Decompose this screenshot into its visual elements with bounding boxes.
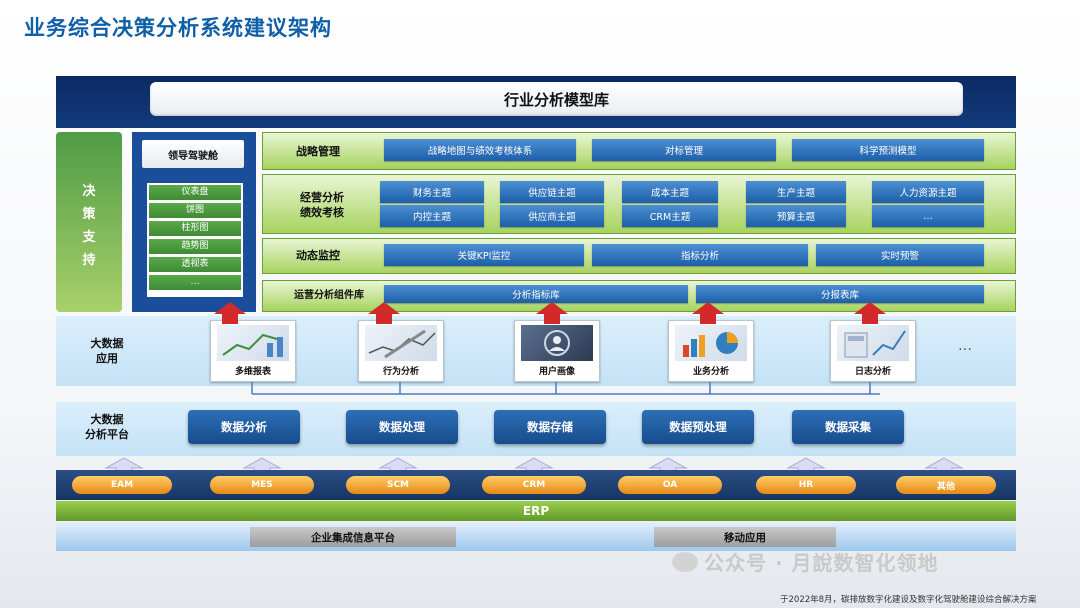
operation-topic: 财务主题 <box>380 181 484 203</box>
app-card-label: 多维报表 <box>234 367 271 377</box>
more-apps-ellipsis: … <box>958 338 972 354</box>
page-title: 业务综合决策分析系统建议架构 <box>24 16 332 40</box>
operation-topic: CRM主题 <box>622 205 718 227</box>
operation-topic: 人力资源主题 <box>872 181 984 203</box>
monitor-item: 关键KPI监控 <box>384 244 584 266</box>
app-card-label: 用户画像 <box>538 367 575 377</box>
bigdata-app-label-line1: 大数据 <box>90 337 124 350</box>
mobile-application: 移动应用 <box>654 527 836 547</box>
app-card-label: 日志分析 <box>854 367 891 377</box>
dashboard-item-list: 仪表盘 饼图 柱形图 趋势图 透视表 … <box>147 183 243 297</box>
bigdata-platform-label-line1: 大数据 <box>90 413 124 426</box>
system-pill: OA <box>618 476 722 494</box>
decision-support-char: 策 <box>82 207 96 222</box>
platform-button-data-storage: 数据存储 <box>494 410 606 444</box>
decision-support-char: 支 <box>82 230 96 245</box>
system-pill: EAM <box>72 476 172 494</box>
monitor-item: 指标分析 <box>592 244 808 266</box>
red-up-arrows <box>214 302 886 324</box>
watermark-text: 公众号 · 月說数智化领地 <box>704 551 939 575</box>
integration-band <box>56 523 1016 551</box>
bigdata-app-label-line2: 应用 <box>96 352 118 365</box>
app-card-behavior-analysis: 行为分析 <box>358 320 444 382</box>
operation-topic: 生产主题 <box>746 181 846 203</box>
operation-topic: 成本主题 <box>622 181 718 203</box>
erp-bar: ERP <box>56 501 1016 521</box>
operation-topic: … <box>872 205 984 227</box>
strategy-item: 科学预测模型 <box>792 139 984 161</box>
app-card-user-profile: 用户画像 <box>514 320 600 382</box>
dashboard-item: 透视表 <box>149 257 241 272</box>
decision-support-column: 决 策 支 持 <box>56 132 122 312</box>
report-chart-icon <box>217 325 289 361</box>
enterprise-integration-platform: 企业集成信息平台 <box>250 527 456 547</box>
system-pill: 其他 <box>896 476 996 494</box>
decision-support-char: 持 <box>82 253 96 268</box>
platform-button-data-processing: 数据处理 <box>346 410 458 444</box>
operation-topic: 供应商主题 <box>500 205 604 227</box>
app-card-log-analysis: 日志分析 <box>830 320 916 382</box>
monitor-label: 动态监控 <box>296 249 340 262</box>
wechat-icon <box>672 551 698 572</box>
strategy-item: 战略地图与绩效考核体系 <box>384 139 576 161</box>
operation-label-line2: 绩效考核 <box>300 206 344 219</box>
app-card-business-analysis: 业务分析 <box>668 320 754 382</box>
app-card-multidim-report: 多维报表 <box>210 320 296 382</box>
decision-support-char: 决 <box>82 184 96 199</box>
system-pill: SCM <box>346 476 450 494</box>
dashboard-item: 趋势图 <box>149 239 241 254</box>
system-pill: MES <box>210 476 314 494</box>
leader-dashboard-title: 领导驾驶舱 <box>142 140 244 168</box>
industry-model-library: 行业分析模型库 <box>150 82 963 116</box>
watermark: 公众号 · 月說数智化领地 <box>672 547 939 576</box>
component-label: 运营分析组件库 <box>294 290 364 301</box>
system-pill: HR <box>756 476 856 494</box>
app-card-label: 行为分析 <box>382 367 419 377</box>
strategy-item: 对标管理 <box>592 139 776 161</box>
platform-button-data-analysis: 数据分析 <box>188 410 300 444</box>
bigdata-platform-label-line2: 分析平台 <box>85 428 129 441</box>
system-pill: CRM <box>482 476 586 494</box>
dashboard-item: … <box>149 275 241 290</box>
source-note: 于2022年8月，碳排放数字化建设及数字化驾驶舱建设综合解决方案 <box>780 595 1037 605</box>
pie-bar-icon <box>675 325 747 361</box>
dashboard-item: 饼图 <box>149 203 241 218</box>
strategy-label: 战略管理 <box>296 145 340 158</box>
dashboard-item: 柱形图 <box>149 221 241 236</box>
operation-topic: 内控主题 <box>380 205 484 227</box>
app-connector-lines <box>251 382 880 395</box>
component-item: 分析指标库 <box>384 285 688 303</box>
operation-topic: 供应链主题 <box>500 181 604 203</box>
component-item: 分报表库 <box>696 285 984 303</box>
user-profile-icon <box>521 325 593 361</box>
operation-label-line1: 经营分析 <box>300 191 344 204</box>
pen-chart-icon <box>365 325 437 361</box>
monitor-item: 实时预警 <box>816 244 984 266</box>
platform-button-data-preprocessing: 数据预处理 <box>642 410 754 444</box>
dashboard-item: 仪表盘 <box>149 185 241 200</box>
app-card-label: 业务分析 <box>692 367 729 377</box>
operation-topic: 预算主题 <box>746 205 846 227</box>
calculator-chart-icon <box>837 325 909 361</box>
platform-button-data-collection: 数据采集 <box>792 410 904 444</box>
